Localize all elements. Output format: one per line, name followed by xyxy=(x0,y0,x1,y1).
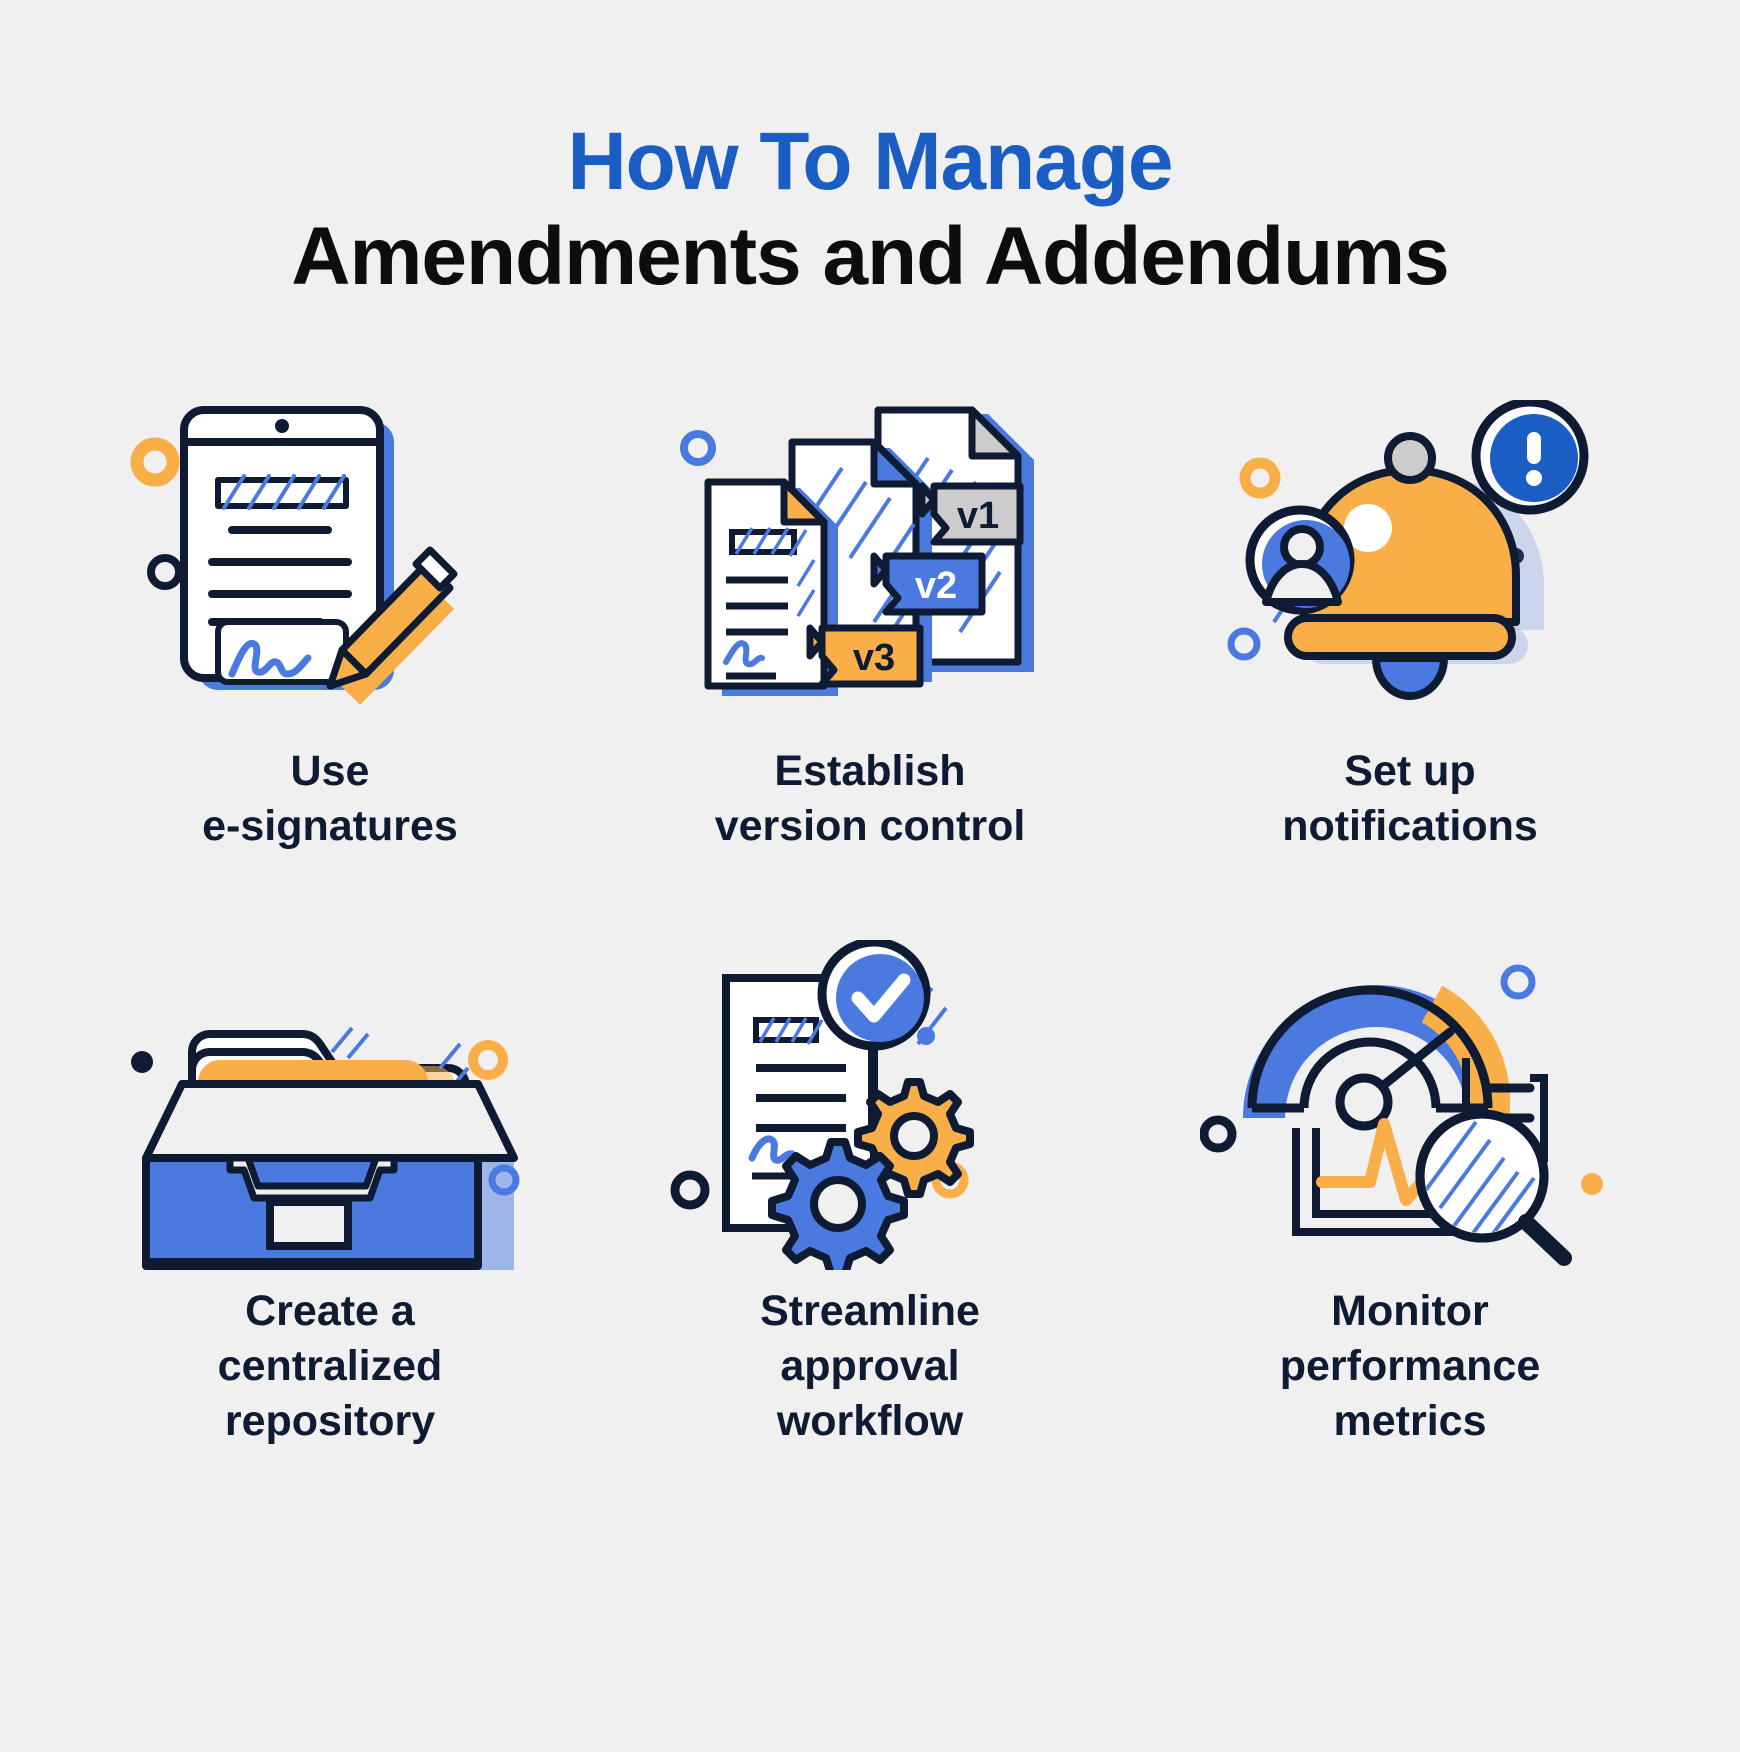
caption-line-2: performance xyxy=(1279,1342,1541,1391)
notification-bell-icon xyxy=(1200,400,1620,730)
step-card-approval-workflow: Streamline approval workflow xyxy=(600,940,1140,1500)
caption-line-2: version control xyxy=(714,802,1026,851)
caption-line-3: metrics xyxy=(1333,1397,1487,1446)
performance-gauge-icon xyxy=(1200,940,1620,1270)
e-signature-tablet-icon xyxy=(120,400,540,730)
approval-gears-checkmark-icon xyxy=(660,940,1080,1270)
caption-line-3: repository xyxy=(224,1397,436,1446)
caption-line-1: Create a xyxy=(245,1287,415,1335)
step-caption: Set up notifications xyxy=(1282,744,1538,854)
step-caption: Establish version control xyxy=(715,744,1026,854)
caption-line-2: centralized xyxy=(217,1342,443,1391)
caption-line-1: Monitor xyxy=(1331,1287,1489,1335)
version-tag-v1: v1 xyxy=(957,495,999,537)
document-versions-icon: v1 v2 v3 xyxy=(660,400,1080,730)
page-title: How To Manage Amendments and Addendums xyxy=(0,116,1740,307)
step-card-notifications: Set up notifications xyxy=(1140,400,1680,940)
caption-line-1: Streamline xyxy=(760,1287,980,1335)
step-caption: Use e-signatures xyxy=(202,744,458,854)
caption-line-1: Use xyxy=(290,747,370,795)
step-card-version-control: v1 v2 v3 Establish version control xyxy=(600,400,1140,940)
caption-line-1: Establish xyxy=(774,747,966,795)
caption-line-1: Set up xyxy=(1344,747,1476,795)
title-line-2: Amendments and Addendums xyxy=(291,210,1450,302)
version-tag-v3: v3 xyxy=(853,637,895,679)
caption-line-2: approval xyxy=(780,1342,960,1391)
step-caption: Create a centralized repository xyxy=(218,1284,443,1449)
step-card-performance-metrics: Monitor performance metrics xyxy=(1140,940,1680,1500)
steps-grid: Use e-signatures xyxy=(60,400,1680,1500)
caption-line-3: workflow xyxy=(776,1397,964,1446)
step-caption: Monitor performance metrics xyxy=(1280,1284,1540,1449)
step-caption: Streamline approval workflow xyxy=(760,1284,980,1449)
file-cabinet-drawer-icon xyxy=(120,940,540,1270)
caption-line-2: notifications xyxy=(1282,802,1538,851)
step-card-e-signatures: Use e-signatures xyxy=(60,400,600,940)
step-card-repository: Create a centralized repository xyxy=(60,940,600,1500)
caption-line-2: e-signatures xyxy=(202,802,458,851)
title-line-1: How To Manage xyxy=(567,116,1173,207)
version-tag-v2: v2 xyxy=(915,565,957,607)
